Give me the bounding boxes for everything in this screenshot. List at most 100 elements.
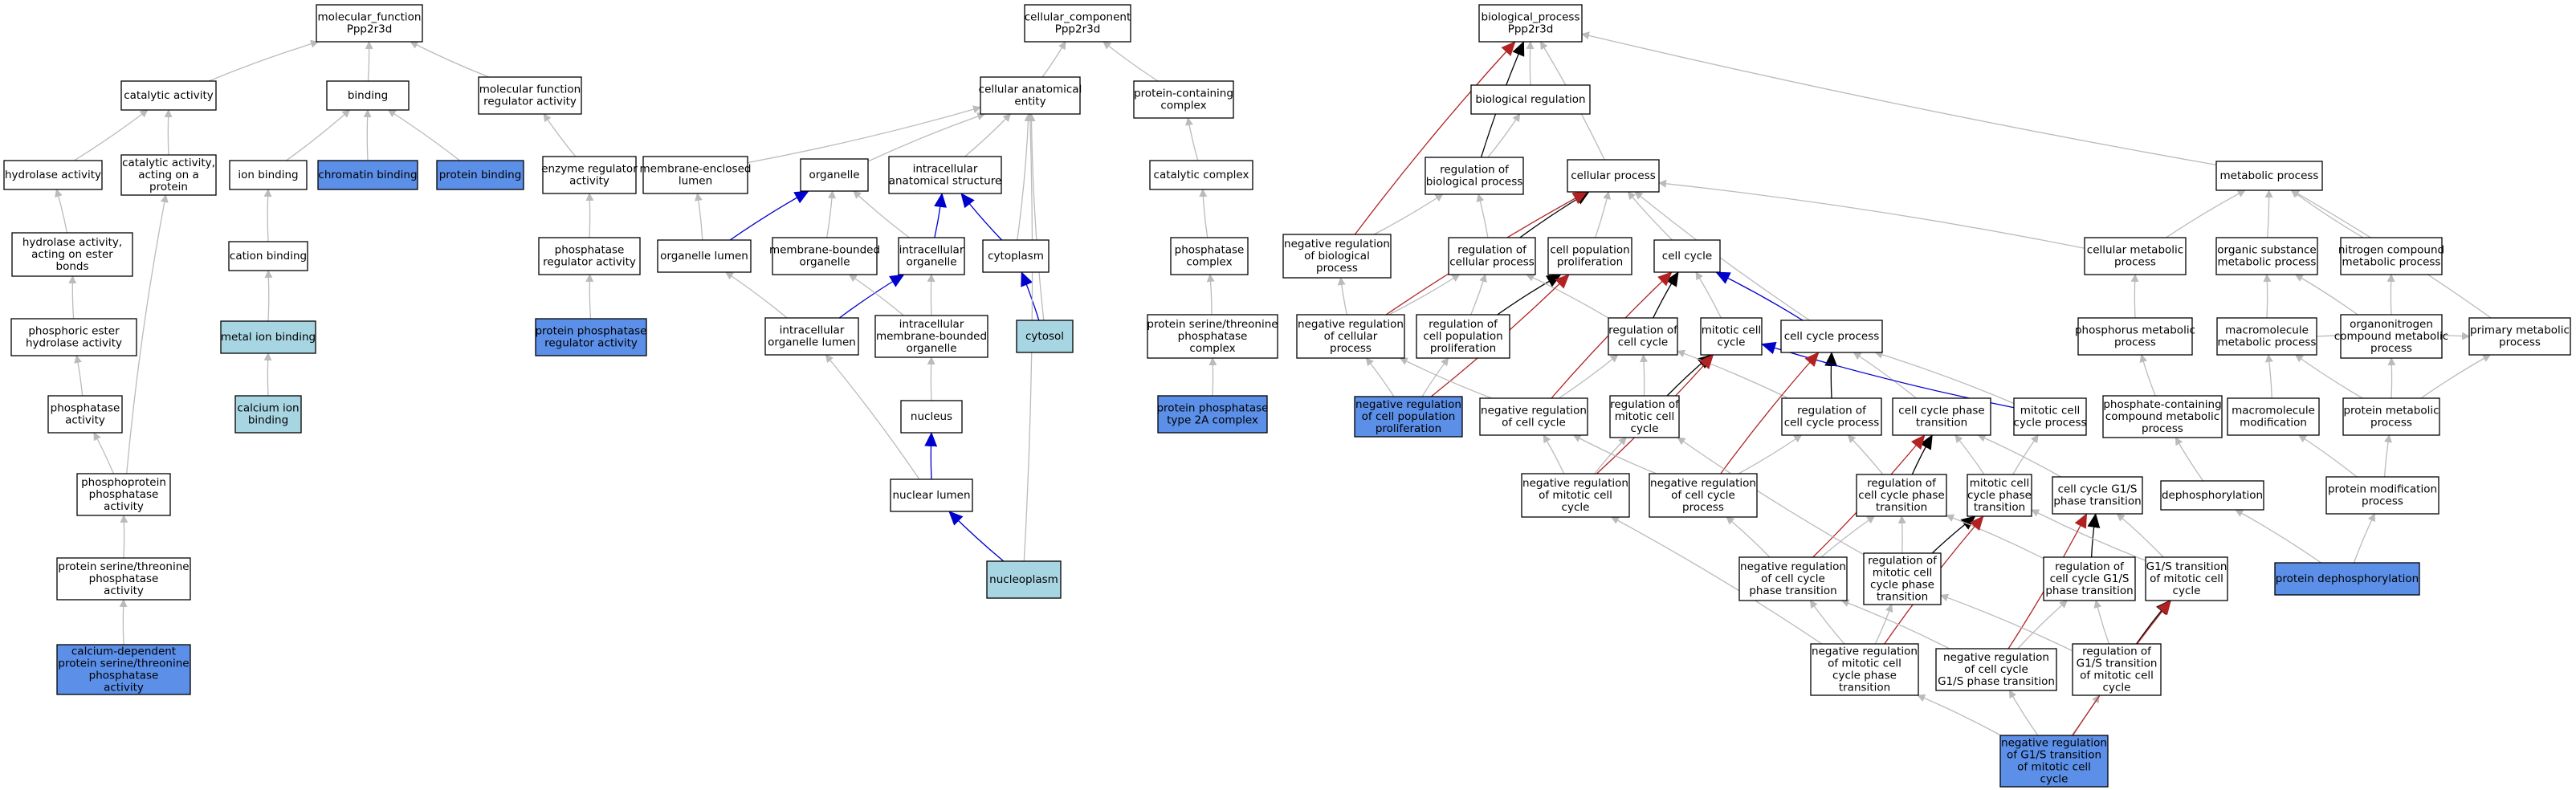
node-cell-cycle-process[interactable]: cell cycle process — [1780, 320, 1883, 353]
edge-is-a — [2298, 434, 2358, 478]
node-protein-dephosphorylation[interactable]: protein dephosphorylation — [2274, 562, 2420, 596]
node-protein-binding[interactable]: protein binding — [436, 160, 524, 190]
node-catalytic-activity[interactable]: catalytic activity — [120, 80, 217, 111]
node-label-line: membrane-bounded — [876, 330, 987, 343]
node-box — [1738, 556, 1848, 601]
node-ps-tp-phosphatase[interactable]: protein serine/threoninephosphataseactiv… — [56, 557, 191, 601]
node-catalytic-complex[interactable]: catalytic complex — [1149, 160, 1253, 190]
node-cytoplasm[interactable]: cytoplasm — [982, 239, 1050, 273]
node-organelle[interactable]: organelle — [800, 158, 869, 192]
node-box — [1282, 234, 1392, 279]
node-chromatin-binding[interactable]: chromatin binding — [317, 160, 418, 190]
node-cation-binding[interactable]: cation binding — [228, 241, 308, 271]
edge-regulates — [1497, 274, 1562, 316]
node-nuclear-lumen[interactable]: nuclear lumen — [890, 478, 973, 512]
node-organelle-lumen[interactable]: organelle lumen — [657, 239, 752, 273]
node-box — [2216, 317, 2317, 356]
node-hydrolase[interactable]: hydrolase activity — [3, 160, 103, 190]
node-label-line: mitotic cell — [1615, 410, 1674, 423]
node-box — [2084, 237, 2187, 275]
node-box — [1863, 552, 1942, 605]
edge-is-a — [2116, 513, 2164, 558]
node-cellular-process[interactable]: cellular process — [1567, 159, 1660, 193]
node-cell-cycle[interactable]: cell cycle — [1653, 239, 1721, 273]
node-dephosphorylation[interactable]: dephosphorylation — [2160, 480, 2264, 511]
node-ion-binding[interactable]: ion binding — [229, 160, 308, 190]
node-label-line: macromolecule — [2232, 405, 2315, 417]
node-label-line: membrane-enclosed — [640, 163, 752, 176]
node-binding[interactable]: binding — [326, 80, 410, 111]
node-metabolic-process[interactable]: metabolic process — [2215, 161, 2323, 191]
node-nucleus[interactable]: nucleus — [900, 400, 963, 434]
node-ps-tp-phosphatase-complex[interactable]: protein serine/threoninephosphatasecompl… — [1147, 314, 1278, 359]
node-biological-regulation[interactable]: biological regulation — [1470, 84, 1591, 115]
node-cytosol[interactable]: cytosol — [1016, 320, 1074, 353]
node-nucleoplasm[interactable]: nucleoplasm — [986, 560, 1062, 599]
node-metal-ion[interactable]: metal ion binding — [220, 320, 316, 354]
node-label-line: phosphoric ester — [28, 325, 120, 338]
